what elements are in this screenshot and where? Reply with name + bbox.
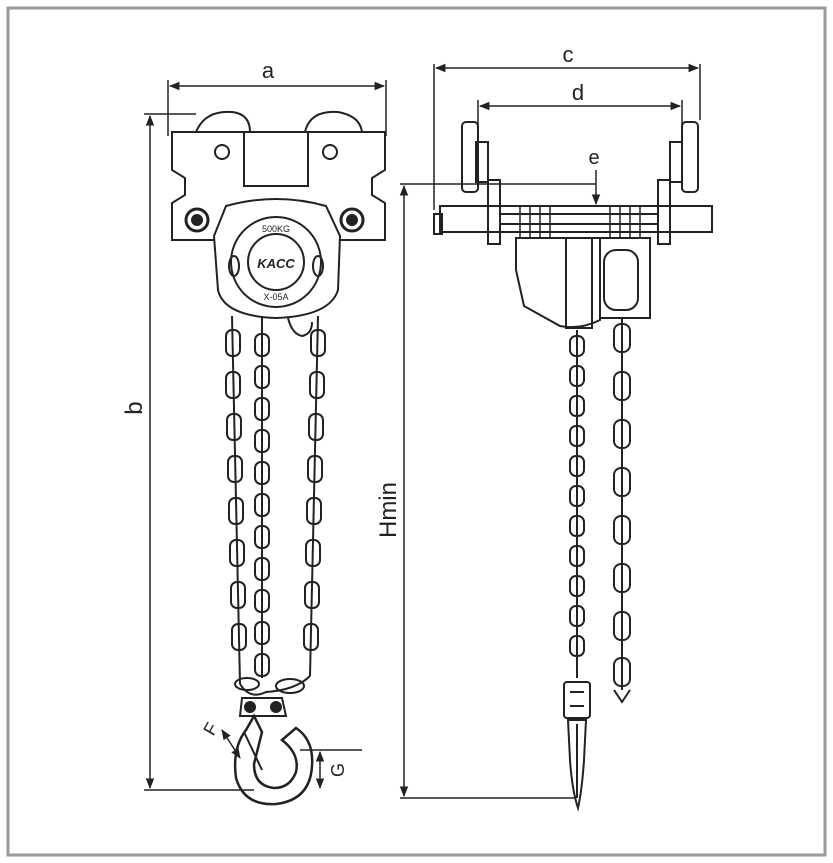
dimension-a [167,80,387,136]
dimension-hmin [399,184,576,799]
side-hook [566,719,588,812]
side-hook-block [563,681,591,719]
label-d: d [572,80,584,105]
label-a: a [262,58,275,83]
hoist-side-body [515,237,601,329]
dimension-c [433,63,701,210]
hoist-dial [230,216,322,308]
trolley-plate [171,131,386,241]
label-b: b [121,401,148,414]
dimension-e [400,170,601,206]
hoist-capacity-text: 500KG [262,224,290,234]
label-f: F [199,719,222,739]
side-view [433,121,713,812]
hook-block [238,697,288,717]
hoist-model-text: X-05A [263,292,288,302]
hoist-brand-text: KACC [257,256,295,271]
front-chain-links [225,329,326,694]
label-hmin: Hmin [375,482,402,538]
dimension-d [477,100,683,140]
side-hand-chain [613,318,631,704]
side-load-chain [569,330,585,678]
trolley-axle [439,205,713,233]
diagram-border [6,6,827,857]
left-wheel [195,110,251,133]
dimension-b [144,113,254,791]
front-view [171,110,386,806]
right-wheel [304,110,363,133]
label-g: G [328,763,348,777]
label-e: e [588,147,599,169]
label-c: c [563,42,574,67]
dimension-f [221,729,241,759]
hook [233,713,314,806]
dimension-g [300,749,362,790]
trolley-window [243,131,309,187]
